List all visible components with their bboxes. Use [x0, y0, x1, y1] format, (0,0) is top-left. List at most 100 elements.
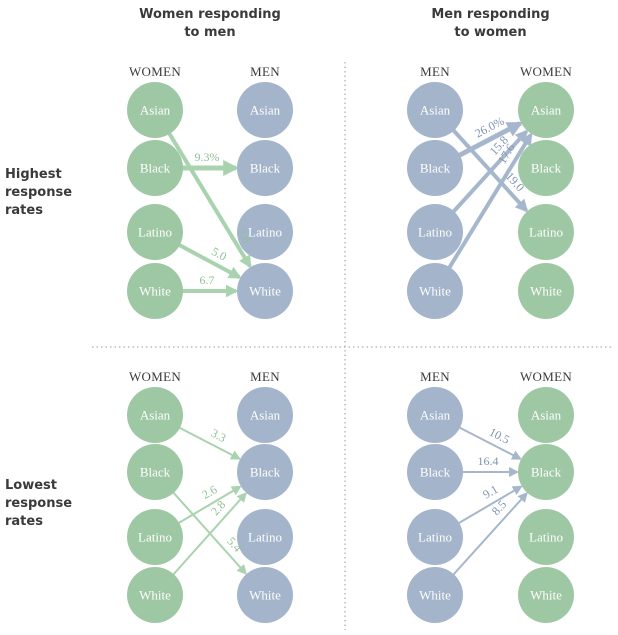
column-title: to men	[184, 25, 235, 40]
node-circle	[127, 444, 183, 500]
edge-arrow-white-to-black	[171, 492, 248, 577]
edge-arrow-latino-to-black	[456, 485, 523, 525]
edge-value-label: 3.3	[209, 426, 229, 445]
node-left-latino: Latino	[407, 509, 463, 565]
node-left-latino: Latino	[407, 204, 463, 260]
row-label: Highest	[5, 167, 62, 182]
edge-value-label: 9.3%	[195, 150, 220, 164]
node-label: White	[139, 588, 171, 603]
node-circle	[237, 509, 293, 565]
node-circle	[127, 387, 183, 443]
node-right-black: Black	[518, 444, 574, 500]
node-label: Latino	[138, 225, 172, 240]
node-label: White	[419, 284, 451, 299]
node-right-latino: Latino	[237, 204, 293, 260]
node-circle	[407, 509, 463, 565]
node-label: Black	[531, 465, 562, 480]
edge-arrow-white-to-black	[451, 492, 528, 577]
edge-arrow-black-to-white	[171, 490, 248, 575]
column-head-right: WOMEN	[520, 369, 572, 384]
column-title: Women responding	[139, 7, 281, 22]
node-label: Asian	[420, 408, 451, 423]
node-circle	[237, 140, 293, 196]
edge-value-label: 6.7	[200, 273, 215, 287]
node-left-asian: Asian	[407, 82, 463, 138]
column-head-right: WOMEN	[520, 64, 572, 79]
column-head-right: MEN	[250, 64, 280, 79]
node-circle	[237, 204, 293, 260]
node-circle	[518, 263, 574, 319]
node-right-asian: Asian	[518, 387, 574, 443]
node-left-black: Black	[127, 444, 183, 500]
node-right-latino: Latino	[237, 509, 293, 565]
row-label: response	[5, 185, 72, 200]
node-circle	[127, 567, 183, 623]
node-circle	[127, 509, 183, 565]
node-right-white: White	[518, 567, 574, 623]
node-circle	[518, 509, 574, 565]
node-left-black: Black	[127, 140, 183, 196]
node-left-asian: Asian	[407, 387, 463, 443]
edge-value-label: 9.1	[480, 482, 500, 502]
node-label: Latino	[248, 225, 282, 240]
edge-arrow-latino-to-asian	[451, 129, 529, 215]
node-circle	[127, 204, 183, 260]
node-circle	[127, 140, 183, 196]
node-label: Black	[140, 465, 171, 480]
node-circle	[407, 387, 463, 443]
node-right-asian: Asian	[237, 82, 293, 138]
node-right-black: Black	[518, 140, 574, 196]
node-label: Latino	[529, 225, 563, 240]
node-circle	[407, 140, 463, 196]
node-label: Asian	[531, 408, 562, 423]
node-circle	[407, 263, 463, 319]
node-circle	[518, 444, 574, 500]
nodes: AsianBlackLatinoWhiteAsianBlackLatinoWhi…	[127, 82, 574, 623]
node-right-latino: Latino	[518, 509, 574, 565]
node-label: Black	[420, 465, 451, 480]
row-label: response	[5, 496, 72, 511]
node-circle	[407, 204, 463, 260]
node-label: Black	[250, 161, 281, 176]
edge-arrow-white-to-asian	[446, 132, 533, 270]
column-head-right: MEN	[250, 369, 280, 384]
node-left-white: White	[407, 567, 463, 623]
node-circle	[237, 263, 293, 319]
node-label: Latino	[529, 530, 563, 545]
node-circle	[237, 82, 293, 138]
node-right-asian: Asian	[237, 387, 293, 443]
node-label: Asian	[250, 408, 281, 423]
node-left-latino: Latino	[127, 509, 183, 565]
column-head-left: WOMEN	[129, 369, 181, 384]
node-label: Latino	[138, 530, 172, 545]
node-label: Latino	[248, 530, 282, 545]
edge-arrow-asian-to-white	[166, 131, 252, 269]
node-circle	[407, 567, 463, 623]
edge-value-label: 2.6	[199, 482, 219, 502]
node-label: White	[249, 284, 281, 299]
node-circle	[518, 204, 574, 260]
node-label: Latino	[418, 225, 452, 240]
edge-arrow-latino-to-black	[176, 485, 242, 525]
node-label: Asian	[250, 103, 281, 118]
node-left-black: Black	[407, 444, 463, 500]
node-circle	[127, 263, 183, 319]
node-label: Asian	[420, 103, 451, 118]
row-label: Lowest	[5, 478, 57, 493]
node-circle	[237, 444, 293, 500]
node-left-white: White	[407, 263, 463, 319]
edges	[166, 121, 533, 577]
edge-value-label: 7.8	[234, 226, 254, 246]
node-circle	[237, 387, 293, 443]
column-head-left: MEN	[420, 64, 450, 79]
edge-value-label: 5.0	[209, 244, 229, 263]
node-label: Asian	[140, 103, 171, 118]
node-circle	[518, 567, 574, 623]
column-head-left: WOMEN	[129, 64, 181, 79]
node-left-asian: Asian	[127, 387, 183, 443]
node-right-latino: Latino	[518, 204, 574, 260]
edge-value-label: 16.4	[478, 454, 499, 468]
node-circle	[518, 82, 574, 138]
